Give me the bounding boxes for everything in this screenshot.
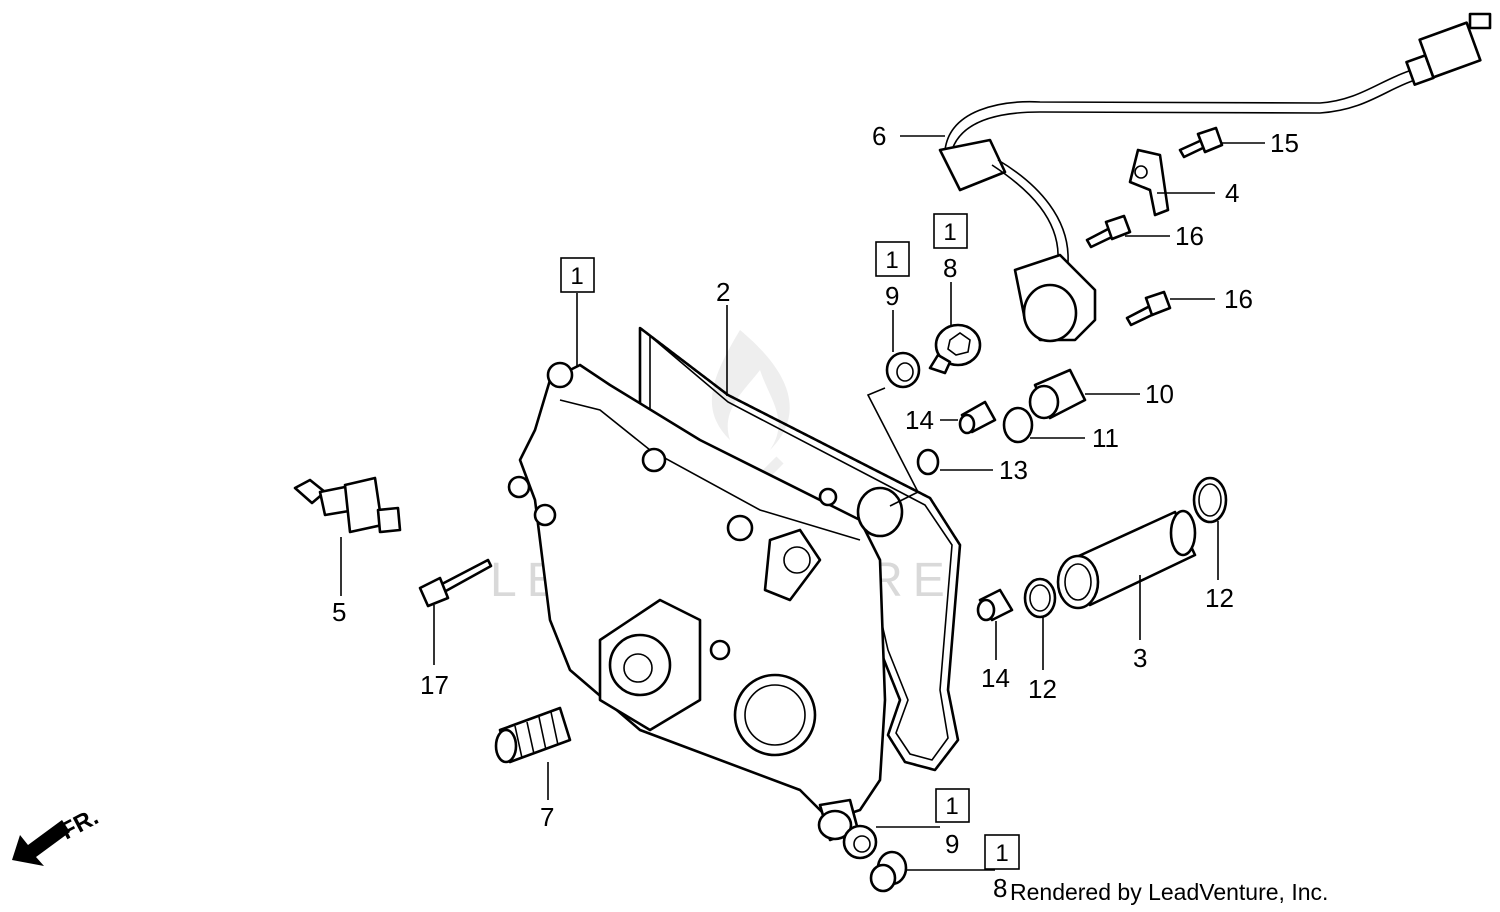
collar-10 [1028, 368, 1087, 420]
svg-text:1: 1 [570, 263, 583, 290]
bolt-15 [1178, 126, 1224, 159]
callout-4: 4 [1225, 178, 1239, 208]
o-ring-11 [1002, 406, 1034, 444]
callout-13: 13 [999, 455, 1028, 485]
callout-14-upper: 14 [905, 405, 934, 435]
crankcase-cover [507, 361, 904, 842]
svg-text:1: 1 [945, 793, 958, 820]
flange-bolt-17 [418, 558, 493, 608]
dowel-pin-14-upper [958, 400, 997, 435]
sealing-washer-9-upper [885, 351, 921, 389]
footer-credit: Rendered by LeadVenture, Inc. [1010, 879, 1329, 905]
callout-14-lower: 14 [981, 663, 1010, 693]
plug-bolt-8-upper [928, 323, 982, 375]
boxed-ref-1-bolt-upper: 1 [933, 213, 968, 249]
callout-12-lower: 12 [1028, 674, 1057, 704]
callout-11: 11 [1092, 423, 1119, 453]
callout-10: 10 [1145, 379, 1174, 409]
harness-clamp-4 [1128, 148, 1170, 217]
boxed-ref-1-bolt-lower: 1 [984, 834, 1020, 870]
wire-harness [938, 12, 1492, 343]
front-direction-arrow: FR. [12, 803, 103, 866]
oil-pressure-switch [293, 476, 402, 534]
callout-15: 15 [1270, 128, 1299, 158]
callout-9-upper: 9 [885, 281, 899, 311]
dowel-pin-14-lower [976, 588, 1014, 622]
bolt-16-upper [1085, 214, 1132, 249]
callout-8-lower: 8 [993, 873, 1007, 903]
front-marker-label: FR. [56, 803, 103, 845]
callout-8-upper: 8 [943, 253, 957, 283]
callout-5: 5 [332, 597, 346, 627]
svg-text:1: 1 [943, 219, 956, 246]
callout-16-lower: 16 [1224, 284, 1253, 314]
callout-2: 2 [716, 277, 730, 307]
oil-pipe [1056, 509, 1197, 610]
callout-12-upper: 12 [1205, 583, 1234, 613]
boxed-ref-1-washer-lower: 1 [935, 788, 970, 823]
callout-17: 17 [420, 670, 449, 700]
washer-13 [916, 448, 940, 476]
callout-9-lower: 9 [945, 829, 959, 859]
leader-lines [340, 135, 1265, 871]
relief-spring-7 [494, 706, 572, 764]
sealing-washer-9-lower [842, 824, 878, 860]
plug-bolt-8-lower [869, 850, 908, 893]
boxed-ref-1-cover: 1 [560, 257, 595, 293]
svg-text:1: 1 [995, 840, 1008, 867]
callout-16-upper: 16 [1175, 221, 1204, 251]
callout-6: 6 [872, 121, 886, 151]
callout-3: 3 [1133, 643, 1147, 673]
bolt-16-lower [1125, 290, 1172, 327]
callout-7: 7 [540, 802, 554, 832]
boxed-ref-1-washer-upper: 1 [875, 241, 910, 277]
svg-text:1: 1 [885, 247, 898, 274]
